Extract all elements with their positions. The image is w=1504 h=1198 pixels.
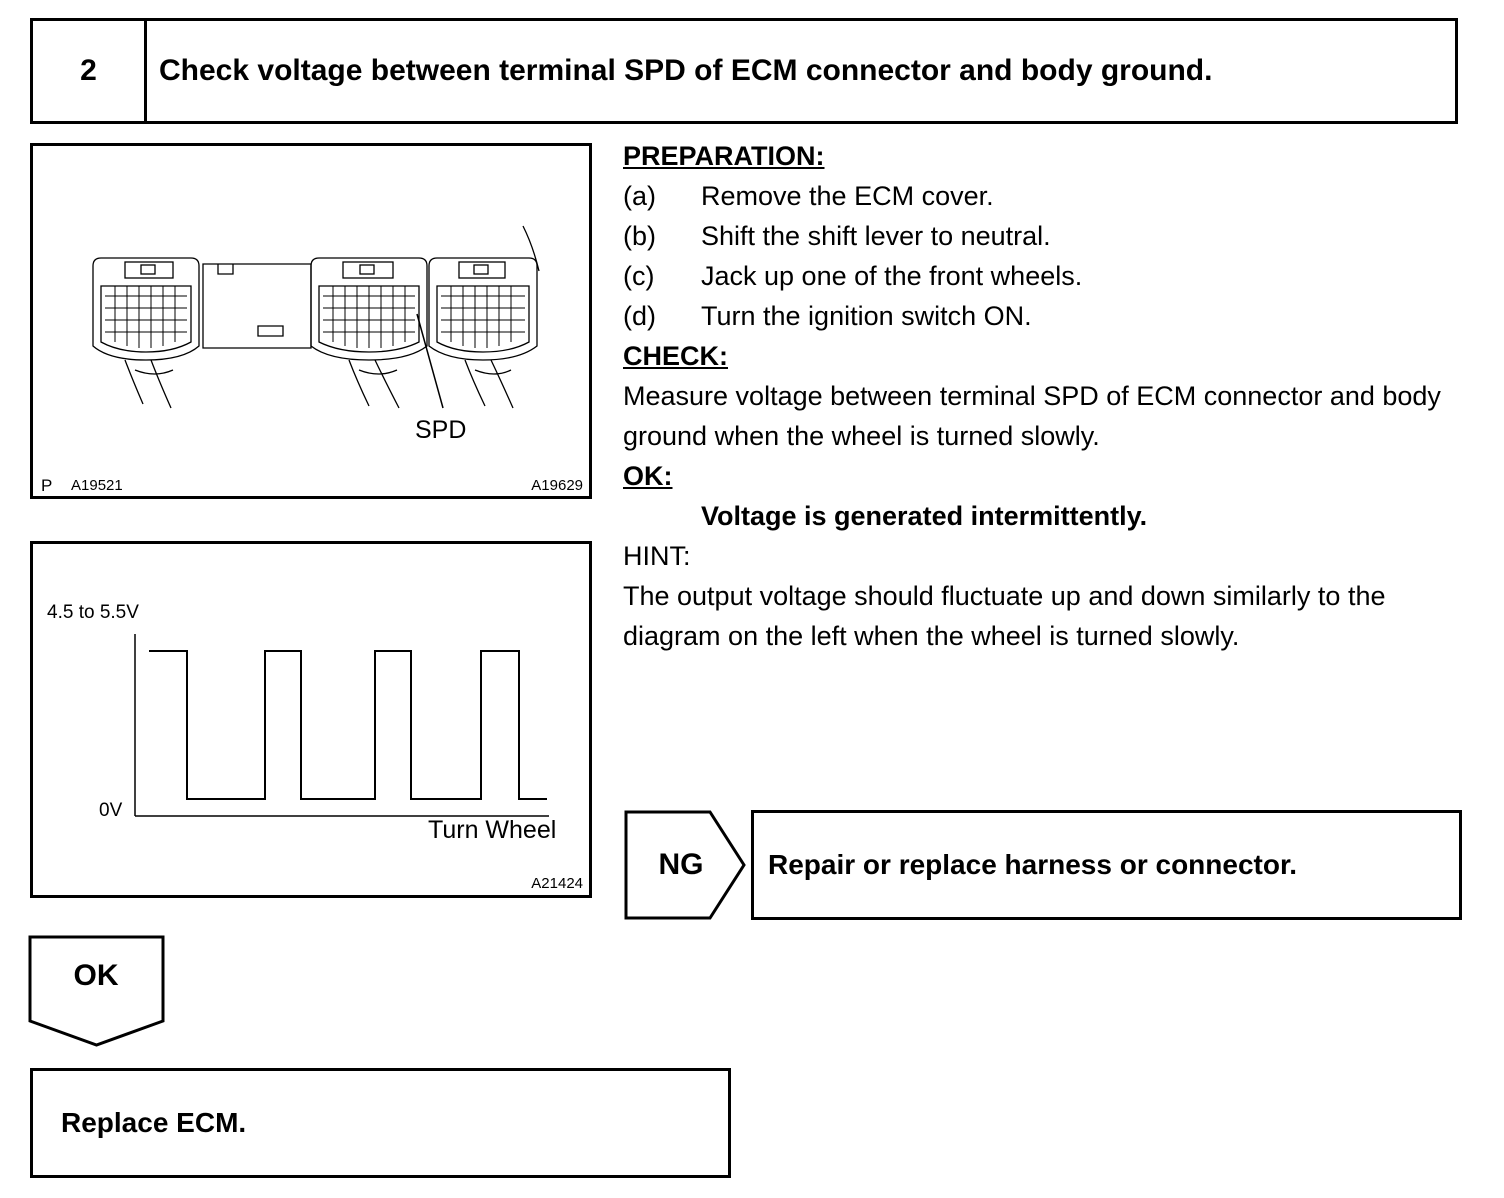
ok-value: Voltage is generated intermittently.: [701, 501, 1148, 531]
preparation-list: (a) Remove the ECM cover. (b) Shift the …: [623, 176, 1473, 336]
step-letter: (d): [623, 301, 656, 331]
preparation-step: (c) Jack up one of the front wheels.: [623, 256, 1473, 296]
spd-leader-line: [416, 313, 444, 409]
figure-p-mark: P: [41, 476, 53, 495]
check-heading: CHECK:: [623, 341, 728, 371]
high-voltage-label: 4.5 to 5.5V: [47, 602, 139, 623]
zero-voltage-label: 0V: [99, 800, 123, 821]
ok-label: OK: [73, 959, 119, 992]
preparation-step: (d) Turn the ignition switch ON.: [623, 296, 1473, 336]
waveform-figure: 4.5 to 5.5V 0V Turn Wheel A21424: [30, 541, 592, 898]
ok-heading: OK:: [623, 461, 673, 491]
ng-arrow-icon: [624, 810, 746, 920]
step-text: Shift the shift lever to neutral.: [701, 221, 1051, 251]
preparation-step: (b) Shift the shift lever to neutral.: [623, 216, 1473, 256]
step-letter: (b): [623, 221, 656, 251]
step-number: 2: [33, 21, 147, 121]
step-letter: (a): [623, 181, 656, 211]
check-text: Measure voltage between terminal SPD of …: [623, 381, 1441, 451]
square-wave-signal: [149, 650, 547, 800]
connector-1-illustration: [92, 257, 200, 409]
instructions: PREPARATION: (a) Remove the ECM cover. (…: [623, 136, 1473, 656]
hint-heading: HINT:: [623, 541, 691, 571]
ok-result-box: Replace ECM.: [30, 1068, 731, 1178]
ok-result-text: Replace ECM.: [61, 1107, 247, 1138]
hint-text: The output voltage should fluctuate up a…: [623, 581, 1386, 651]
step-text: Turn the ignition switch ON.: [701, 301, 1032, 331]
figure-code-right: A19629: [531, 477, 583, 494]
spd-terminal-label: SPD: [415, 416, 467, 444]
ecm-connector-illustration: [92, 225, 540, 409]
connector-2-illustration: [310, 257, 428, 409]
preparation-heading: PREPARATION:: [623, 141, 825, 171]
ok-arrow-icon: [28, 935, 165, 1047]
ng-result-text: Repair or replace harness or connector.: [768, 849, 1298, 880]
step-text: Jack up one of the front wheels.: [701, 261, 1083, 291]
voltage-waveform-plot: [134, 634, 549, 817]
figure-code-left: A19521: [71, 477, 123, 494]
ng-result-box: Repair or replace harness or connector.: [751, 810, 1462, 920]
step-letter: (c): [623, 261, 655, 291]
turn-wheel-label: Turn Wheel: [428, 816, 557, 844]
step-title: Check voltage between terminal SPD of EC…: [159, 54, 1213, 87]
connector-3-illustration: [428, 225, 540, 409]
ng-label: NG: [658, 848, 704, 881]
step-header: 2 Check voltage between terminal SPD of …: [30, 18, 1458, 124]
step-text: Remove the ECM cover.: [701, 181, 994, 211]
preparation-step: (a) Remove the ECM cover.: [623, 176, 1473, 216]
waveform-figure-code: A21424: [531, 875, 583, 892]
connector-figure: SPD P A19521 A19629: [30, 143, 592, 499]
